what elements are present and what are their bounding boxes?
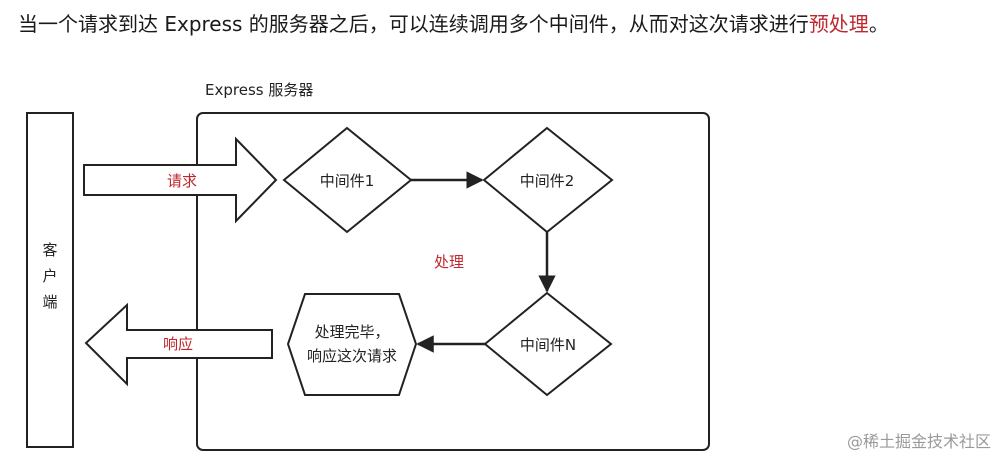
middleware-1-label: 中间件1 <box>320 172 375 190</box>
caption: 当一个请求到达 Express 的服务器之后，可以连续调用多个中间件，从而对这次… <box>18 8 889 37</box>
caption-highlight: 预处理 <box>808 12 869 36</box>
finish-line-2: 响应这次请求 <box>307 347 397 365</box>
client-label-1: 客 <box>42 241 57 259</box>
middleware-2-label: 中间件2 <box>520 172 575 190</box>
middleware-1-diamond <box>282 126 413 234</box>
finish-line-1: 处理完毕， <box>314 323 389 341</box>
server-label: Express 服务器 <box>205 81 313 99</box>
caption-end: 。 <box>868 12 889 36</box>
process-label: 处理 <box>434 253 464 271</box>
request-arrow <box>83 136 278 224</box>
client-box <box>26 112 74 448</box>
caption-text: 当一个请求到达 Express 的服务器之后，可以连续调用多个中间件，从而对这次… <box>18 12 809 36</box>
response-label: 响应 <box>163 335 193 353</box>
finish-hexagon <box>286 293 418 396</box>
client-label-3: 端 <box>42 293 57 311</box>
client-label-2: 户 <box>42 267 57 285</box>
middleware-n-diamond <box>483 291 613 397</box>
server-box <box>196 112 710 451</box>
request-label: 请求 <box>167 172 197 190</box>
watermark: @稀土掘金技术社区 <box>846 432 991 451</box>
response-arrow <box>84 302 273 387</box>
middleware-n-label: 中间件N <box>520 336 576 354</box>
